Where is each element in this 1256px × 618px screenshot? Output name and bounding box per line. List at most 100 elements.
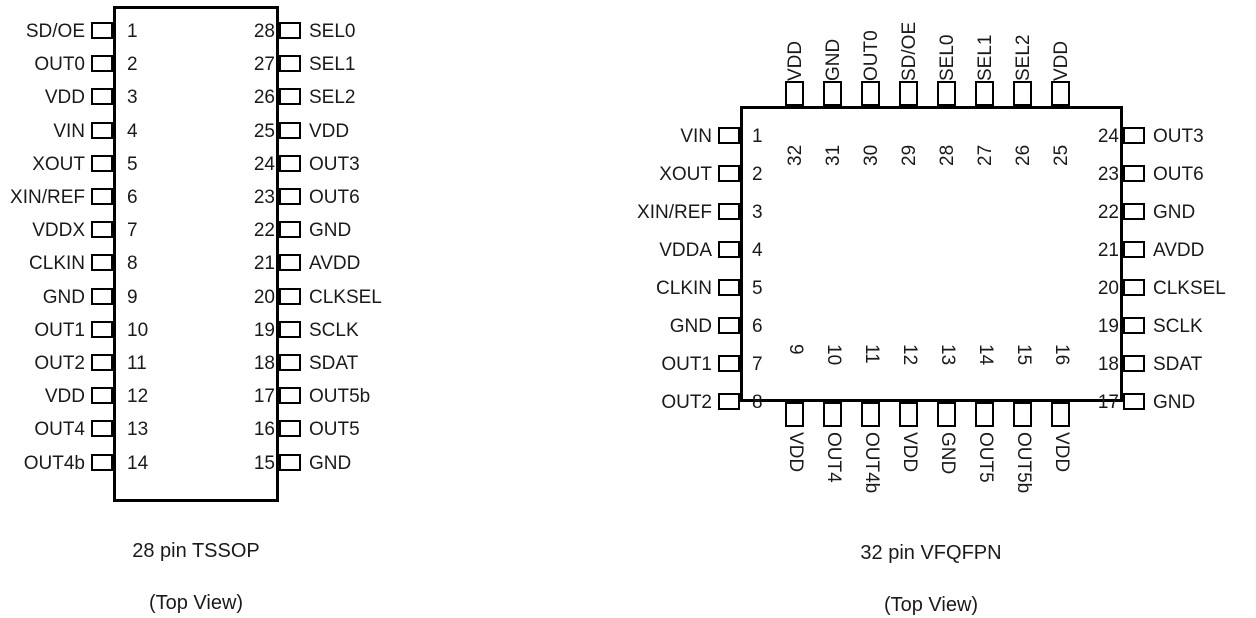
vfqfpn-pin-label: OUT1: [661, 354, 712, 375]
vfqfpn-pin-label: CLKSEL: [1153, 278, 1226, 299]
tssop-pin-stub: [91, 320, 113, 338]
vfqfpn-pin-label: AVDD: [1153, 240, 1205, 261]
tssop-pin-number: 11: [127, 353, 147, 374]
tssop-pin-label: GND: [309, 220, 352, 242]
vfqfpn-pin-stub: [861, 81, 880, 106]
tssop-pin-stub: [279, 154, 301, 172]
vfqfpn-caption-line1: 32 pin VFQFPN: [860, 542, 1002, 564]
tssop-pin-number: 19: [253, 319, 275, 341]
vfqfpn-pin-stub: [899, 81, 918, 106]
tssop-pin-number: 10: [127, 319, 149, 341]
vfqfpn-pin-stub: [975, 81, 994, 106]
tssop-pin-stub: [279, 254, 301, 272]
tssop-pin-stub: [91, 287, 113, 305]
tssop-pin-number: 16: [253, 419, 275, 441]
vfqfpn-pin-number: 3: [752, 202, 763, 223]
vfqfpn-pin-label: VDD: [785, 40, 806, 81]
tssop-caption-line2: (Top View): [148, 592, 244, 614]
tssop-pin-number: 13: [127, 419, 149, 441]
vfqfpn-pin-number: 5: [752, 278, 763, 299]
vfqfpn-pin-label: SD/OE: [899, 21, 920, 81]
vfqfpn-pin-number: 29: [899, 144, 920, 166]
vfqfpn-pin-number: 21: [1097, 240, 1119, 261]
vfqfpn-pin-label: GND: [937, 432, 958, 475]
tssop-pin-label: SDAT: [309, 353, 359, 374]
vfqfpn-pin-number: 12: [899, 344, 920, 366]
tssop-caption: 28 pin TSSOP (Top View): [56, 512, 336, 616]
vfqfpn-caption: 32 pin VFQFPN (Top View): [791, 514, 1071, 618]
vfqfpn-pin-stub: [1013, 402, 1032, 427]
tssop-pin-number: 12: [127, 386, 149, 408]
vfqfpn-pin-stub: [861, 402, 880, 427]
vfqfpn-pin-label: SEL0: [937, 34, 958, 81]
tssop-pin-number: 9: [127, 286, 138, 308]
vfqfpn-pin-number: 20: [1097, 278, 1119, 299]
tssop-pin-number: 6: [127, 187, 138, 208]
tssop-pin-label: OUT4b: [23, 452, 85, 474]
vfqfpn-pin-number: 30: [861, 144, 882, 166]
vfqfpn-pin-stub: [937, 402, 956, 427]
vfqfpn-pin-number: 23: [1097, 164, 1119, 185]
vfqfpn-pin-label: GND: [669, 316, 712, 337]
vfqfpn-pin-stub: [785, 402, 804, 427]
vfqfpn-pin-number: 19: [1097, 316, 1119, 337]
vfqfpn-pin-number: 16: [1051, 344, 1072, 366]
tssop-pin-label: OUT4: [34, 419, 85, 441]
vfqfpn-pin-number: 8: [752, 392, 763, 413]
tssop-pin-label: OUT5: [309, 419, 360, 441]
vfqfpn-pin-stub: [785, 81, 804, 106]
tssop-caption-line1: 28 pin TSSOP: [132, 540, 260, 562]
vfqfpn-pin-stub: [1051, 81, 1070, 106]
tssop-pin-label: OUT3: [309, 153, 360, 175]
tssop-pin-number: 18: [253, 353, 275, 374]
vfqfpn-pin-number: 15: [1013, 344, 1034, 366]
vfqfpn-pin-stub: [1123, 393, 1145, 410]
vfqfpn-pin-number: 11: [861, 344, 882, 364]
tssop-pin-number: 24: [253, 153, 275, 175]
vfqfpn-pin-number: 25: [1051, 144, 1072, 166]
vfqfpn-pin-stub: [718, 279, 740, 296]
tssop-pin-label: CLKSEL: [309, 286, 382, 308]
vfqfpn-pin-number: 13: [937, 344, 958, 366]
vfqfpn-pin-label: GND: [823, 38, 844, 81]
tssop-pin-stub: [91, 387, 113, 405]
tssop-pin-label: SEL0: [309, 21, 356, 42]
tssop-pin-label: VDDX: [32, 220, 85, 242]
vfqfpn-pin-label: OUT5: [975, 432, 996, 483]
vfqfpn-pin-number: 28: [937, 144, 958, 166]
vfqfpn-pin-label: CLKIN: [656, 278, 712, 299]
tssop-pin-stub: [91, 22, 113, 39]
vfqfpn-caption-line2: (Top View): [883, 594, 979, 616]
vfqfpn-pin-label: OUT5b: [1013, 432, 1034, 494]
tssop-pin-stub: [279, 121, 301, 139]
tssop-pin-stub: [279, 188, 301, 205]
tssop-pin-label: XIN/REF: [10, 187, 85, 208]
vfqfpn-pin-number: 10: [823, 344, 844, 366]
vfqfpn-pin-number: 1: [752, 126, 763, 147]
tssop-pin-label: CLKIN: [29, 253, 85, 275]
vfqfpn-pin-number: 32: [785, 144, 806, 166]
tssop-pin-label: OUT0: [34, 54, 85, 76]
vfqfpn-pin-stub: [1013, 81, 1032, 106]
vfqfpn-pin-number: 24: [1097, 126, 1119, 147]
vfqfpn-pin-label: SCLK: [1153, 316, 1203, 337]
tssop-pin-stub: [279, 55, 301, 73]
vfqfpn-pin-stub: [937, 81, 956, 106]
tssop-pin-number: 22: [253, 220, 275, 242]
tssop-pin-label: VDD: [44, 87, 85, 109]
vfqfpn-pin-number: 18: [1097, 354, 1119, 375]
vfqfpn-pin-number: 9: [785, 344, 806, 355]
tssop-pin-stub: [91, 154, 113, 172]
tssop-pin-label: SEL2: [309, 87, 356, 109]
tssop-pin-number: 14: [127, 452, 149, 474]
tssop-pin-label: XOUT: [32, 153, 85, 175]
tssop-pin-stub: [91, 453, 113, 471]
tssop-pin-stub: [279, 453, 301, 471]
tssop-pin-number: 7: [127, 220, 138, 242]
vfqfpn-pin-stub: [899, 402, 918, 427]
vfqfpn-pin-label: VDD: [899, 432, 920, 473]
tssop-pin-label: OUT2: [34, 353, 85, 374]
tssop-pin-number: 26: [253, 87, 275, 109]
vfqfpn-pin-stub: [718, 127, 740, 144]
tssop-pin-stub: [91, 188, 113, 205]
